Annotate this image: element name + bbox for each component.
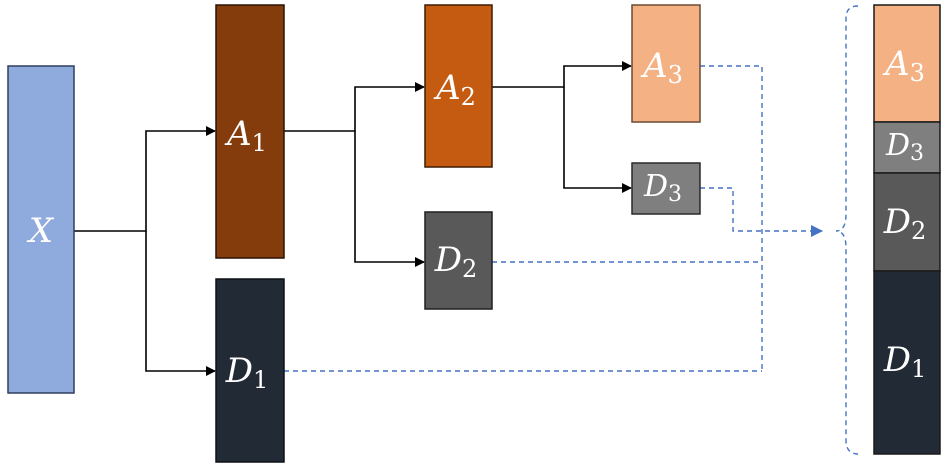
node-d3-letter: D <box>643 169 668 204</box>
stack-d3-subscript: 3 <box>910 141 924 166</box>
stack-segment-d3 <box>873 121 941 174</box>
node-a3-letter: A <box>640 46 668 86</box>
connector-a1-to-a2 <box>284 82 425 132</box>
stack-a3-letter: A <box>882 44 910 84</box>
node-a1-letter: A <box>224 114 252 154</box>
stack-d3-label: D3 <box>885 128 924 166</box>
node-a2-subscript: 2 <box>461 83 476 111</box>
stack-a3-label: A3 <box>882 44 925 87</box>
node-x-box <box>7 65 75 394</box>
node-a2-box <box>424 4 493 168</box>
node-d1-letter: D <box>225 351 253 391</box>
stack-d2-subscript: 2 <box>911 217 926 245</box>
node-d1-box <box>215 278 285 463</box>
coefficient-stack: A3 D3 D2 D1 <box>873 4 941 455</box>
stack-d1-label: D1 <box>883 340 927 383</box>
dashed-line-d3-to-stack <box>700 187 823 237</box>
connector-x-to-d1 <box>145 231 216 376</box>
stack-segment-d1 <box>873 270 941 455</box>
node-a3-subscript: 3 <box>668 61 683 89</box>
stack-d3-letter: D <box>885 128 910 163</box>
node-a1-label: A1 <box>224 114 267 157</box>
node-a3-label: A3 <box>640 46 683 89</box>
dashed-connectors <box>284 65 823 372</box>
node-a2-letter: A <box>433 68 461 108</box>
node-a2-label: A2 <box>433 68 476 111</box>
decomposition-nodes: X A1 D1 A2 D2 A3 D3 <box>7 4 701 463</box>
node-d3-box <box>631 162 701 215</box>
node-d2-box <box>424 211 493 310</box>
connector-a2-to-d3 <box>563 87 632 193</box>
stack-d2-letter: D <box>883 202 911 242</box>
node-d2-letter: D <box>434 240 462 280</box>
connector-x-to-a1 <box>74 126 216 232</box>
stack-segment-d2 <box>873 172 941 272</box>
stack-brace <box>835 5 859 455</box>
node-d3-subscript: 3 <box>668 182 682 207</box>
solid-connectors <box>74 61 632 376</box>
stack-d1-letter: D <box>883 340 911 380</box>
node-a1-subscript: 1 <box>252 129 267 157</box>
node-d3-label: D3 <box>643 169 682 207</box>
node-x-letter: X <box>26 211 55 251</box>
connector-a2-to-a3 <box>492 61 632 88</box>
stack-a3-subscript: 3 <box>910 59 925 87</box>
node-a3-box <box>631 4 701 123</box>
node-d1-subscript: 1 <box>253 366 268 394</box>
stack-d2-label: D2 <box>883 202 927 245</box>
node-x-label: X <box>26 211 55 251</box>
stack-d1-subscript: 1 <box>911 355 926 383</box>
node-a1-box <box>215 4 285 259</box>
node-d2-subscript: 2 <box>462 255 477 283</box>
dashed-line-a3 <box>700 65 763 371</box>
node-d2-label: D2 <box>434 240 478 283</box>
connector-a1-to-d2 <box>354 131 425 267</box>
node-d1-label: D1 <box>225 351 269 394</box>
